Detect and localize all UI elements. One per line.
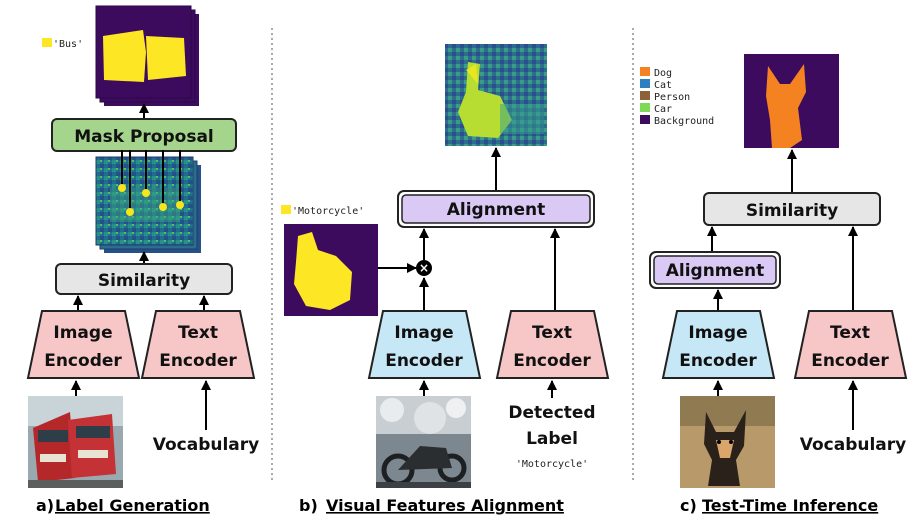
dog-mask-output <box>744 54 839 148</box>
caption-b-title: Visual Features Alignment <box>326 496 564 515</box>
text-encoder-b-line2: Encoder <box>513 351 591 371</box>
legend-car: Car <box>654 104 672 115</box>
bus-photo <box>28 396 123 488</box>
text-encoder-b <box>495 310 610 379</box>
point-prompts <box>118 150 184 216</box>
dog-photo <box>680 396 775 488</box>
vocabulary-label-a: Vocabulary <box>153 435 260 455</box>
caption-b-prefix: b) <box>299 496 318 515</box>
alignment-label-c: Alignment <box>666 261 765 281</box>
caption-c-title: Test-Time Inference <box>702 496 878 515</box>
text-encoder-a <box>140 310 256 379</box>
caption-a-prefix: a) <box>36 496 54 515</box>
alignment-box-b <box>401 194 591 224</box>
caption-a-title: Label Generation <box>55 496 210 515</box>
text-encoder-b-line1: Text <box>532 323 572 343</box>
motorcycle-mask <box>284 224 378 316</box>
legend-background: Background <box>654 116 714 127</box>
image-encoder-b <box>367 310 482 379</box>
image-encoder-b-line2: Encoder <box>385 351 463 371</box>
multiply-symbol: × <box>419 261 429 275</box>
similarity-heatmap <box>95 156 201 253</box>
panel-c: Dog Cat Person Car Background Similarity… <box>640 54 908 515</box>
similarity-box-c <box>703 192 881 226</box>
image-encoder-a-line2: Encoder <box>44 351 122 371</box>
multiply-node <box>416 260 432 276</box>
image-encoder-a <box>26 310 141 379</box>
text-encoder-a-line1: Text <box>178 323 218 343</box>
alignment-heatmap <box>445 44 547 146</box>
legend-bus-swatch <box>42 38 52 47</box>
detected-label-line1: Detected <box>508 403 595 423</box>
legend-motorcycle-swatch <box>281 205 291 214</box>
legend-dog: Dog <box>654 68 672 79</box>
text-encoder-c-line1: Text <box>830 323 870 343</box>
detected-label-line2: Label <box>526 429 578 449</box>
mask-proposal-box <box>51 118 237 152</box>
alignment-label-b: Alignment <box>447 200 546 220</box>
image-encoder-c-line1: Image <box>688 323 747 343</box>
alignment-box-c <box>653 255 777 285</box>
image-encoder-c-line2: Encoder <box>679 351 757 371</box>
mask-proposal-label: Mask Proposal <box>74 127 214 147</box>
text-encoder-c-line2: Encoder <box>811 351 889 371</box>
detected-label-value: 'Motorcycle' <box>516 459 588 470</box>
caption-c-prefix: c) <box>680 496 697 515</box>
text-encoder-c <box>793 310 908 379</box>
image-encoder-b-line1: Image <box>394 323 453 343</box>
legend-bus-label: 'Bus' <box>53 39 83 50</box>
bus-mask-output <box>95 5 199 106</box>
text-encoder-a-line2: Encoder <box>159 351 237 371</box>
similarity-label-c: Similarity <box>746 201 838 221</box>
image-encoder-a-line1: Image <box>53 323 112 343</box>
motorcycle-photo <box>376 396 471 488</box>
image-encoder-c <box>661 310 776 379</box>
legend-motorcycle-label: 'Motorcycle' <box>292 206 364 217</box>
panel-b: Alignment 'Motorcycle' × Image Encoder T… <box>281 44 610 515</box>
class-legend: Dog Cat Person Car Background <box>640 67 714 127</box>
legend-cat: Cat <box>654 80 672 91</box>
similarity-label-a: Similarity <box>98 271 190 291</box>
panel-a: 'Bus' Mask Proposal Simi <box>26 5 260 515</box>
legend-person: Person <box>654 92 690 103</box>
vocabulary-label-c: Vocabulary <box>800 435 907 455</box>
similarity-box-a <box>55 263 233 295</box>
